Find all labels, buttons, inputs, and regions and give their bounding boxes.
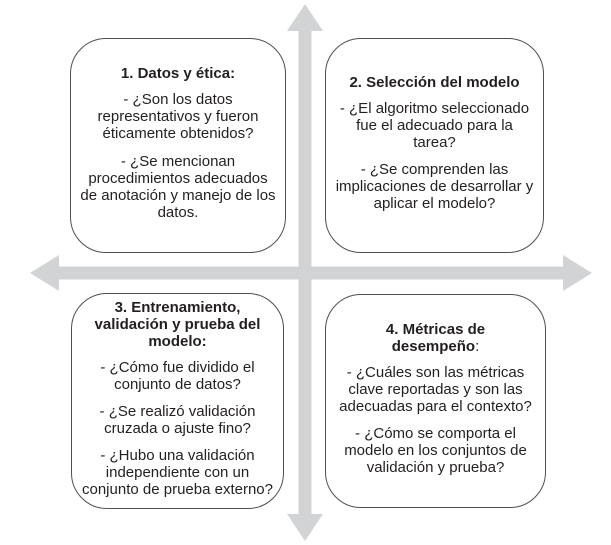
- quadrant-3-bullet: - ¿Se realizó validación cruzada o ajust…: [99, 403, 256, 438]
- arrow-right-icon: [563, 255, 592, 291]
- quadrant-1-title-text: 1. Datos y ética:: [120, 65, 236, 83]
- arrow-left-icon: [30, 255, 59, 291]
- quadrant-4-bullet: - ¿Cómo se comporta el modelo en los con…: [344, 425, 527, 477]
- arrow-down-icon: [287, 514, 323, 541]
- quadrant-1-bullet: - ¿Se mencionan procedimientos adecuados…: [80, 152, 276, 221]
- quadrant-4-title: 4. Métricas de desempeño:: [386, 321, 485, 355]
- quadrant-4-bullet: - ¿Cuáles son las métricas clave reporta…: [339, 363, 532, 415]
- quadrant-4-title-suffix: :: [475, 337, 480, 355]
- quadrant-3-bullet: - ¿Hubo una validación independiente con…: [82, 447, 273, 499]
- quadrant-4-box: 4. Métricas de desempeño: - ¿Cuáles son …: [325, 294, 546, 508]
- quadrant-2-title-text: 2. Selección del modelo: [349, 73, 520, 91]
- quadrant-3-box: 3. Entrenamiento, validación y prueba de…: [71, 293, 284, 509]
- quadrant-2-title: 2. Selección del modelo: [349, 74, 519, 91]
- quadrant-1-box: 1. Datos y ética: - ¿Son los datos repre…: [70, 38, 286, 253]
- quadrant-1-title: 1. Datos y ética:: [121, 65, 235, 82]
- quadrant-2-bullet: - ¿El algoritmo seleccionado fue el adec…: [339, 99, 530, 151]
- quadrant-3-bullet: - ¿Cómo fue dividido el conjunto de dato…: [100, 358, 255, 393]
- arrow-up-icon: [287, 4, 323, 31]
- quadrant-2-bullet: - ¿Se comprenden las implicaciones de de…: [335, 161, 534, 213]
- quadrant-4-title-text: 4. Métricas de desempeño: [385, 320, 486, 355]
- quadrant-1-bullet: - ¿Son los datos representativos y fuero…: [97, 91, 259, 143]
- quadrant-3-title: 3. Entrenamiento, validación y prueba de…: [95, 299, 261, 350]
- quadrant-3-title-text: 3. Entrenamiento, validación y prueba de…: [94, 298, 261, 350]
- horizontal-axis-shaft: [57, 266, 565, 280]
- quadrant-2-box: 2. Selección del modelo - ¿El algoritmo …: [325, 38, 544, 253]
